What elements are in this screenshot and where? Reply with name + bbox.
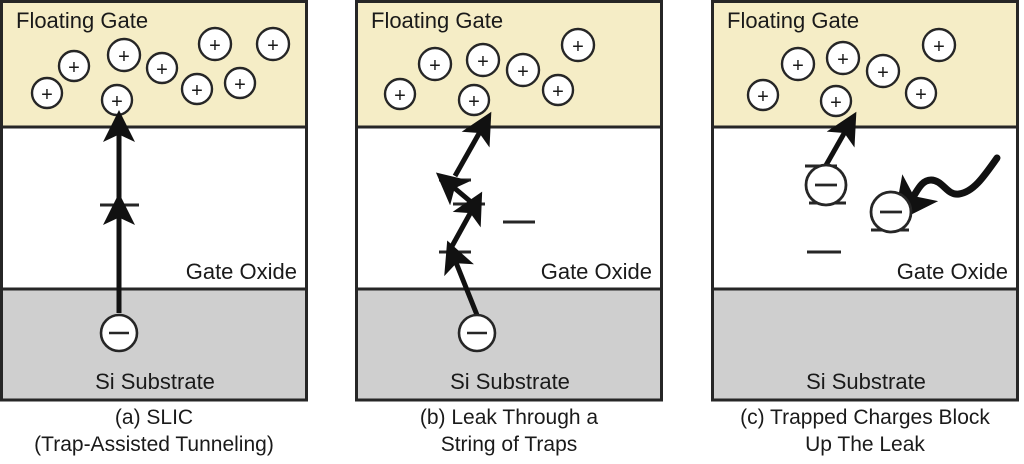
positive-charge: +: [865, 53, 901, 89]
positive-charge: +: [106, 37, 142, 73]
svg-text:+: +: [572, 36, 584, 58]
positive-charge: +: [746, 78, 780, 112]
svg-text:+: +: [830, 92, 842, 114]
hopping-arrow-group: [435, 111, 492, 316]
positive-charge: +: [541, 73, 575, 107]
positive-charge: +: [819, 84, 853, 118]
positive-charge: +: [223, 66, 257, 100]
positive-charge: +: [825, 40, 861, 76]
electron: [804, 163, 848, 207]
svg-text:+: +: [267, 35, 279, 57]
svg-text:+: +: [477, 51, 489, 73]
panel-a: Floating Gate Gate Oxide Si Substrate + …: [0, 0, 308, 402]
si-substrate-region: [0, 287, 308, 402]
svg-text:+: +: [156, 59, 168, 81]
positive-charge: +: [417, 46, 453, 82]
svg-text:+: +: [468, 91, 480, 113]
positive-charge: +: [457, 83, 491, 117]
panel-c-graphic: Floating Gate Gate Oxide Si Substrate + …: [711, 0, 1019, 402]
positive-charge: +: [780, 46, 816, 82]
electron: [457, 313, 497, 353]
tunneling-arrow: [452, 111, 492, 178]
positive-charge: +: [255, 26, 291, 62]
svg-text:+: +: [933, 36, 945, 58]
caption-panel-a: (a) SLIC (Trap-Assisted Tunneling): [34, 406, 274, 456]
svg-text:+: +: [111, 91, 123, 113]
panel-b-graphic: Floating Gate Gate Oxide Si Substrate + …: [355, 0, 663, 402]
tunneling-arrow: [444, 240, 480, 316]
gate-oxide-region: [711, 125, 1019, 291]
tunneling-arrow: [448, 191, 483, 250]
panel-c: Floating Gate Gate Oxide Si Substrate + …: [711, 0, 1019, 402]
si-substrate-label: Si Substrate: [806, 369, 926, 394]
gate-oxide-region: [355, 125, 663, 291]
svg-text:+: +: [429, 55, 441, 77]
caption-panel-b: (b) Leak Through a String of Traps: [419, 406, 599, 456]
svg-text:+: +: [209, 35, 221, 57]
si-substrate-label: Si Substrate: [450, 369, 570, 394]
electron: [869, 190, 913, 234]
svg-text:+: +: [394, 85, 406, 107]
positive-charge-group: + + + + + + +: [383, 27, 596, 117]
electron: [99, 313, 139, 353]
positive-charge-group: + + + + + + + + +: [30, 26, 291, 117]
positive-charge: +: [197, 26, 233, 62]
positive-charge: +: [180, 72, 214, 106]
si-substrate-region: [711, 287, 1019, 402]
positive-charge: +: [505, 52, 541, 88]
panel-b: Floating Gate Gate Oxide Si Substrate + …: [355, 0, 663, 402]
positive-charge: +: [145, 51, 179, 85]
incoming-wavy-arrow: [893, 154, 1001, 224]
floating-gate-label: Floating Gate: [727, 8, 859, 33]
positive-charge-group: + + + + + + +: [746, 27, 957, 118]
svg-text:+: +: [837, 49, 849, 71]
gate-oxide-label: Gate Oxide: [897, 259, 1008, 284]
gate-oxide-label: Gate Oxide: [541, 259, 652, 284]
floating-gate-label: Floating Gate: [371, 8, 503, 33]
positive-charge: +: [30, 76, 64, 110]
svg-text:+: +: [517, 61, 529, 83]
caption-panel-c: (c) Trapped Charges Block Up The Leak: [740, 406, 990, 456]
svg-text:+: +: [68, 57, 80, 79]
positive-charge: +: [560, 27, 596, 63]
svg-text:+: +: [552, 81, 564, 103]
svg-text:+: +: [792, 55, 804, 77]
tunneling-arrow: [435, 172, 473, 206]
positive-charge: +: [100, 83, 134, 117]
positive-charge: +: [57, 49, 91, 83]
positive-charge: +: [465, 42, 501, 78]
svg-text:+: +: [877, 62, 889, 84]
positive-charge: +: [904, 76, 938, 110]
positive-charge: +: [921, 27, 957, 63]
positive-charge: +: [383, 77, 417, 111]
gate-oxide-label: Gate Oxide: [186, 259, 297, 284]
panel-a-graphic: Floating Gate Gate Oxide Si Substrate + …: [0, 0, 308, 402]
floating-gate-label: Floating Gate: [16, 8, 148, 33]
svg-text:+: +: [234, 74, 246, 96]
svg-text:+: +: [915, 84, 927, 106]
si-substrate-label: Si Substrate: [95, 369, 215, 394]
svg-text:+: +: [41, 84, 53, 106]
svg-text:+: +: [118, 46, 130, 68]
svg-text:+: +: [191, 80, 203, 102]
si-substrate-region: [355, 287, 663, 402]
gate-oxide-region: [0, 125, 308, 291]
svg-text:+: +: [757, 86, 769, 108]
